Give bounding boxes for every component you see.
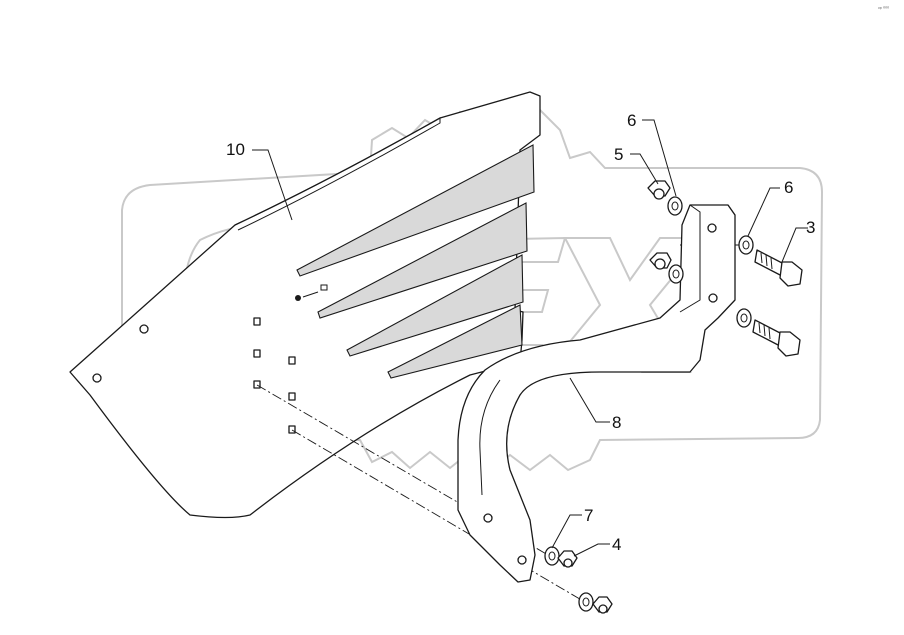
bracket-arm-edge [727,204,736,216]
washer-6-lower [668,264,684,284]
callout-7: 7 [584,506,593,525]
guard-plate-square-hole [288,425,296,434]
guard-plate-slot-4 [387,304,523,379]
plate-logo-text-mark [302,291,319,298]
washer-6-right-lower-hole [740,313,748,323]
bracket-arm-inner-edge [479,379,501,496]
washer-7-upper [544,546,560,566]
washer-6-right-lower [736,308,752,328]
leader-6a [642,119,677,197]
leader-3 [781,227,808,263]
guard-plate-square-hole [288,392,296,401]
washer-6-right-upper-hole [742,240,750,250]
bracket-hole [517,555,527,565]
guard-plate-slot-3 [346,254,524,357]
washer-6-lower-hole [672,269,680,279]
nut-4-lower [592,596,613,614]
plate-logo-icon [295,295,301,301]
assembly-axis-line [291,429,591,606]
washer-6-upper [667,196,683,216]
nut-5-upper [647,180,671,200]
guard-plate-square-hole [253,317,261,326]
guard-plate-rim [234,117,441,231]
guard-plate-square-hole [288,356,296,365]
bracket-hole [708,293,718,303]
guard-plate-square-hole [253,349,261,358]
washer-7-lower [578,592,594,612]
callout-10: 10 [226,140,245,159]
bracket-hole [483,513,493,523]
washer-6-upper-hole [671,201,679,211]
guard-plate-hole [139,324,149,334]
washer-7-lower-hole [582,597,590,607]
callout-3: 3 [806,218,815,237]
guard-plate-square-hole [253,380,261,389]
leader-4 [573,543,610,557]
bolt-3-lower [752,319,801,357]
nut-5-lower [649,252,672,270]
bracket-arm-body [457,204,736,583]
washer-7-upper-hole [548,551,556,561]
callout-6-right: 6 [784,178,793,197]
leader-8 [569,377,610,423]
bracket-arm-edge [679,204,701,313]
guard-plate-slot-2 [317,202,528,319]
leader-6b [747,187,780,237]
plate-logo-box [320,284,328,291]
corner-code: ᵒᵖ ⁰⁰⁰ [878,6,889,12]
leader-5 [630,153,659,185]
bracket-hole [707,223,717,233]
bracket-arm [457,204,736,583]
guard-plate-slot-1 [296,144,535,277]
nut-4-upper [557,550,578,568]
washer-6-right-upper [738,235,754,255]
callout-4: 4 [612,535,621,554]
assembly-axis-line [256,384,549,556]
leader-7 [551,514,582,549]
bolt-3-upper [754,249,803,287]
callout-5: 5 [614,145,623,164]
callout-6-top: 6 [627,111,636,130]
leader-10 [252,149,293,221]
callout-8: 8 [612,413,621,432]
guard-plate-hole [92,373,102,383]
guard-plate [69,91,541,519]
